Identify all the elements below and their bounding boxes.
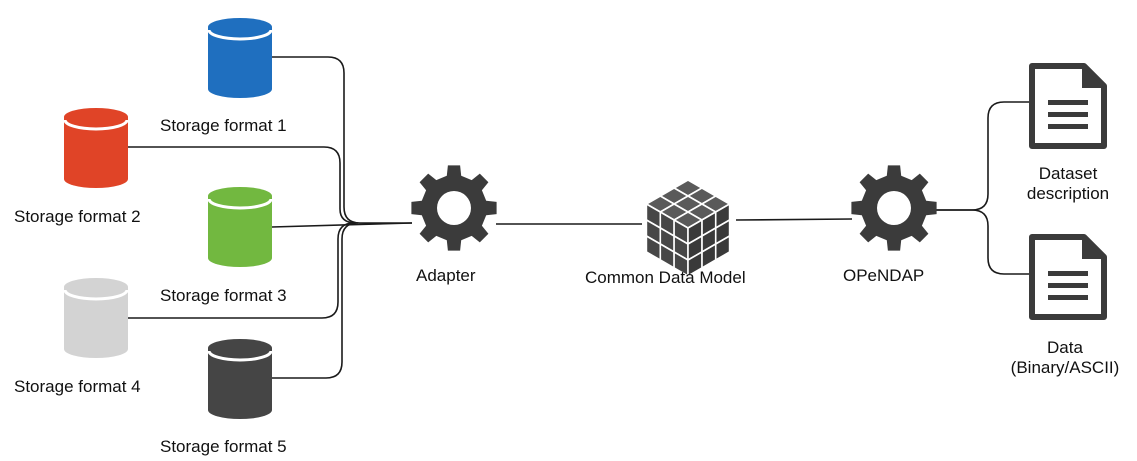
data-document-icon: [1029, 234, 1107, 320]
cylinder-body: [208, 348, 272, 419]
gear-hole: [437, 191, 471, 225]
storage-format-1-icon: [207, 18, 273, 98]
connector-format-2: [128, 146, 357, 224]
connector-format-5: [272, 222, 359, 379]
opendap-label: OPeNDAP: [843, 266, 925, 285]
cylinder-rim: [207, 350, 273, 362]
adapter-gear-icon: [411, 165, 497, 251]
storage-format-4-icon: [63, 278, 129, 358]
cube-right-cell: [687, 250, 703, 278]
dataset-description-line-2: description: [1026, 184, 1110, 203]
connector-format-4: [128, 222, 355, 319]
cylinder-top: [64, 108, 128, 126]
storage-format-5-icon: [207, 339, 273, 419]
connector-format-1: [272, 56, 412, 224]
cylinder-body: [64, 117, 128, 188]
data-line-2: (Binary/ASCII): [1010, 358, 1120, 377]
connector-model-opendap: [735, 218, 853, 221]
storage-format-4-label: Storage format 4: [14, 377, 141, 396]
common-data-model-cube-icon: [644, 179, 732, 278]
storage-format-1-label: Storage format 1: [160, 116, 287, 135]
cylinder-rim: [207, 29, 273, 41]
data-line-1: Data: [1047, 338, 1083, 357]
cylinder-rim: [207, 198, 273, 210]
storage-format-5-label: Storage format 5: [160, 437, 287, 456]
storage-format-3-icon: [207, 187, 273, 267]
adapter-label: Adapter: [416, 266, 476, 285]
cylinder-rim: [63, 119, 129, 131]
storage-format-2-icon: [63, 108, 129, 188]
gear-hole: [877, 191, 911, 225]
dataset-description-line-1: Dataset: [1038, 164, 1098, 183]
opendap-gear-icon: [851, 165, 937, 251]
storage-format-3-label: Storage format 3: [160, 286, 287, 305]
cylinder-top: [64, 278, 128, 296]
cylinder-rim: [63, 289, 129, 301]
common-data-model-label: Common Data Model: [585, 268, 746, 287]
cylinder-top: [208, 339, 272, 357]
data-label: Data (Binary/ASCII): [996, 338, 1134, 378]
connector-opendap-description: [936, 101, 1030, 211]
dataset-description-document-icon: [1029, 63, 1107, 149]
cylinder-body: [208, 27, 272, 98]
connector-lines: [128, 56, 1030, 379]
storage-format-2-label: Storage format 2: [14, 207, 141, 226]
connector-opendap-data: [936, 209, 1030, 275]
connector-format-3: [271, 222, 413, 228]
cylinder-body: [208, 196, 272, 267]
dataset-description-label: Dataset description: [1006, 164, 1130, 204]
cylinder-body: [64, 287, 128, 358]
cylinder-top: [208, 18, 272, 36]
cylinder-top: [208, 187, 272, 205]
